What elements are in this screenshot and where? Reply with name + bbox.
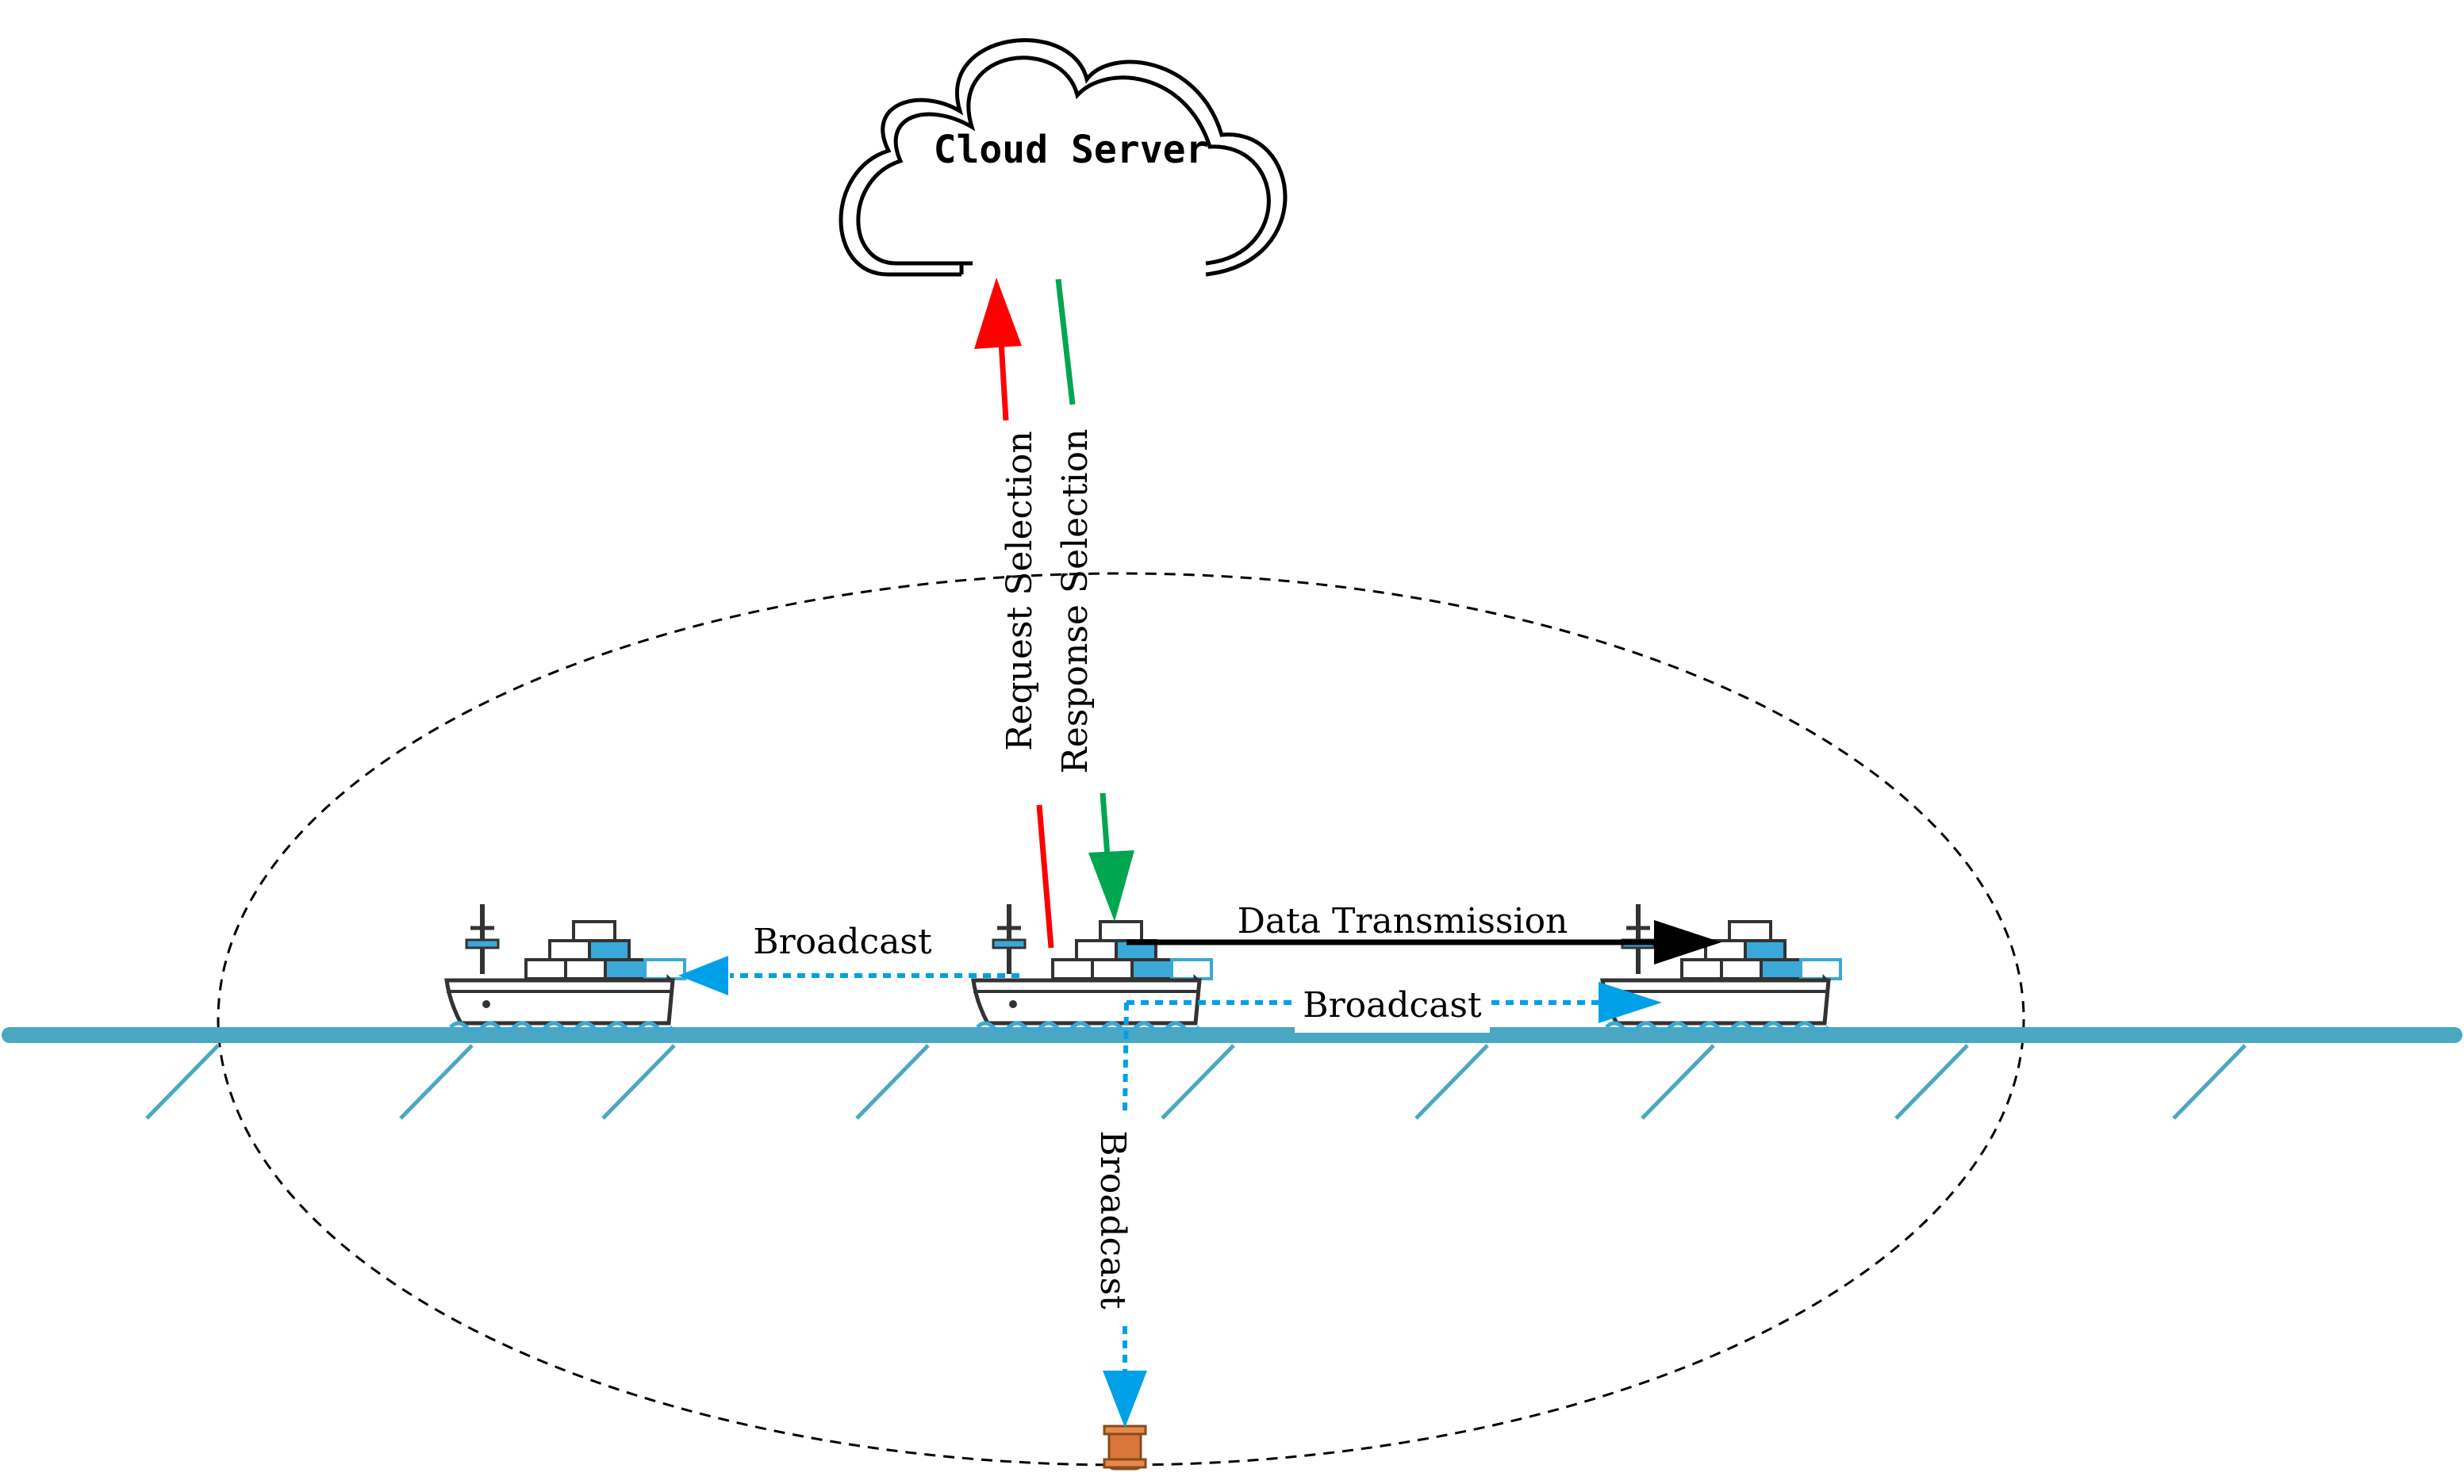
broadcast-right-arrow	[1126, 982, 1662, 1023]
data-transmission-label: Data Transmission	[1238, 901, 1568, 941]
cloud-icon	[839, 38, 1288, 277]
request-arrow	[974, 278, 1054, 949]
broadcast-left-label: Broadcast	[753, 922, 932, 962]
water-surface	[2, 1027, 2462, 1120]
request-selection-label: Request Selection	[1000, 431, 1040, 750]
cloud-server-label: Cloud Server	[934, 128, 1209, 172]
response-selection-label: Response Selection	[1055, 429, 1096, 774]
response-arrow	[1055, 278, 1134, 922]
ship-icon	[973, 904, 1211, 1031]
data-transmission-arrow	[1126, 920, 1721, 964]
buoy-icon	[1103, 1425, 1147, 1471]
ship-icon	[1602, 904, 1840, 1031]
broadcast-right-label: Broadcast	[1303, 985, 1482, 1026]
broadcast-right-label-bg	[1295, 984, 1490, 1033]
ship-icon	[447, 904, 685, 1031]
broadcast-down-label: Broadcast	[1092, 1130, 1133, 1310]
broadcast-left-arrow	[678, 956, 1019, 995]
broadcast-down-arrow	[1103, 1002, 1147, 1428]
